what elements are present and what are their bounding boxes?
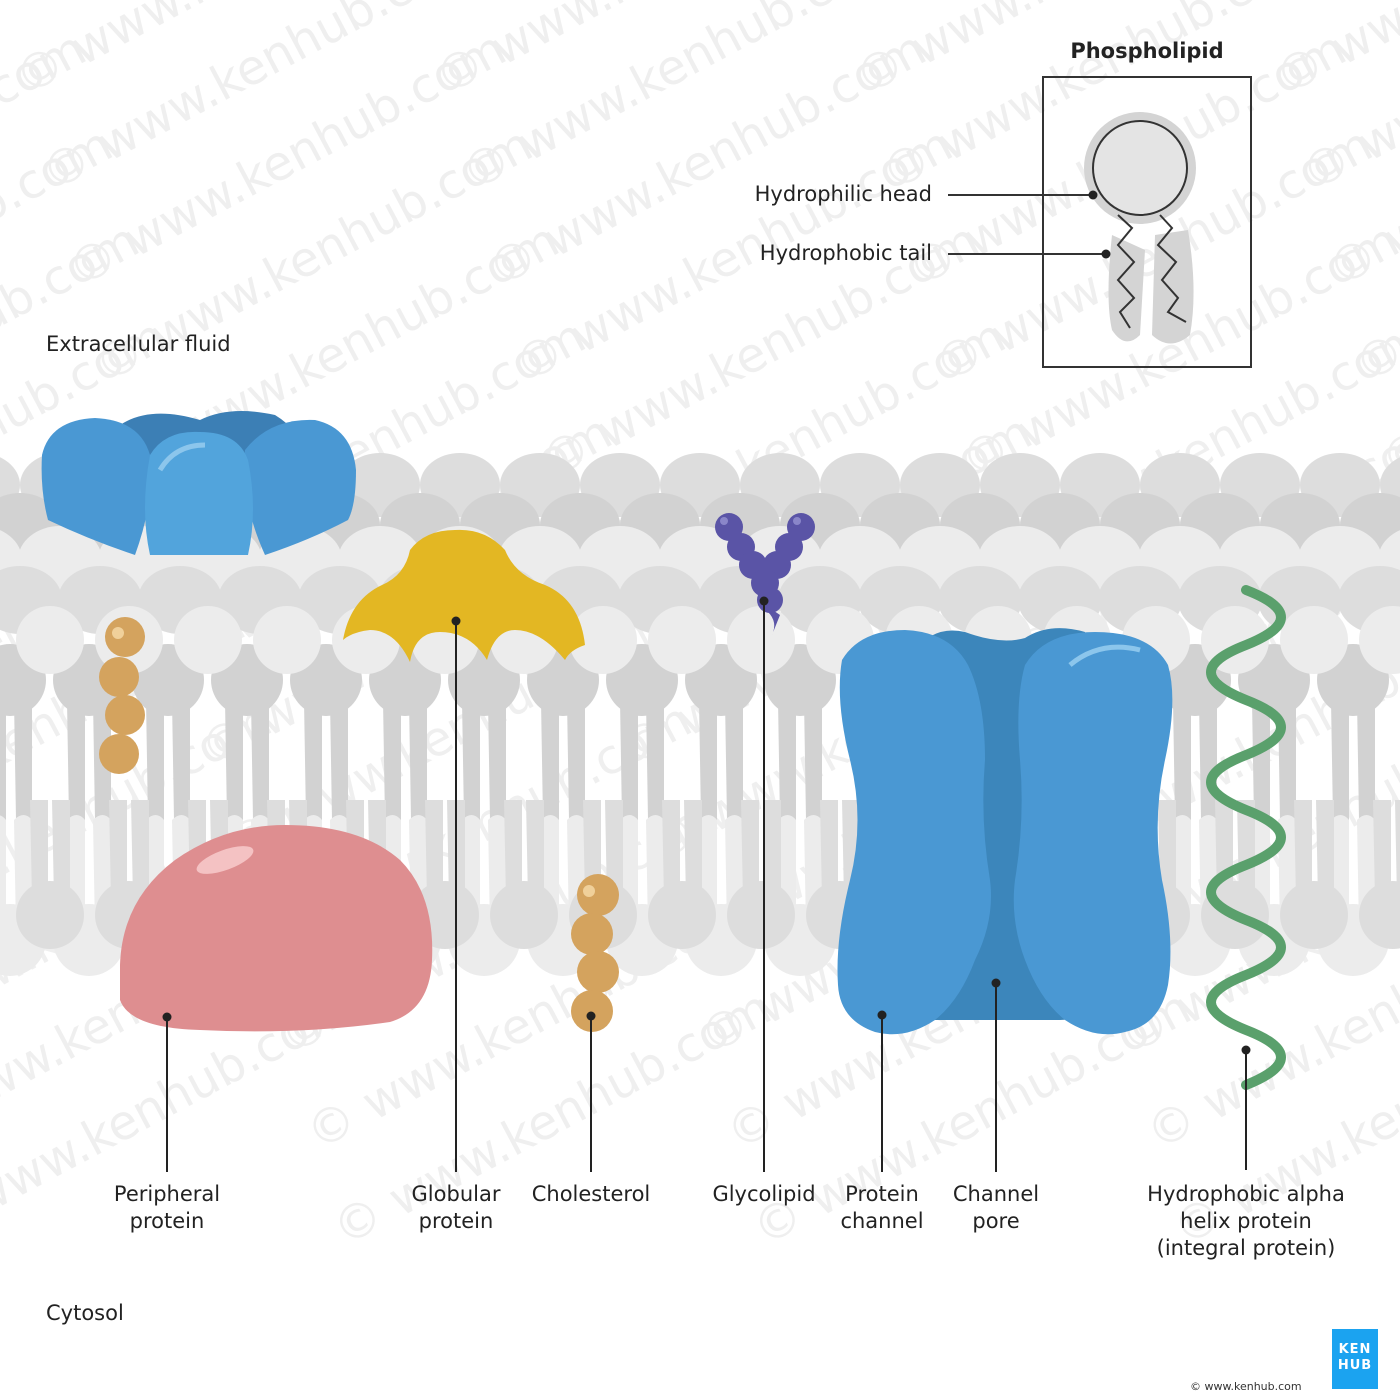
protein-channel-shape — [837, 628, 1173, 1035]
glycolipid-label: Glycolipid — [712, 1182, 816, 1206]
cholesterol-label: Cholesterol — [531, 1182, 651, 1206]
leader-lines — [162, 596, 1251, 1172]
phospholipid-title: Phospholipid — [1070, 39, 1224, 63]
extracellular-fluid-label: Extracellular fluid — [46, 332, 231, 356]
phospholipid-inset — [948, 76, 1252, 368]
cholesterol-molecule — [571, 874, 619, 1032]
copyright-text: © www.kenhub.com — [1190, 1380, 1302, 1393]
surface-protein — [41, 411, 356, 555]
hydrophobic-tail-label: Hydrophobic tail — [759, 241, 932, 265]
hydrophilic-head-label: Hydrophilic head — [754, 182, 932, 206]
cholesterol-upper — [99, 617, 145, 774]
globular-protein-shape — [343, 529, 585, 662]
alpha-helix-protein — [1206, 585, 1286, 1090]
cytosol-label: Cytosol — [46, 1301, 124, 1325]
peripheral-protein-shape — [120, 825, 433, 1032]
glycolipid-molecule — [715, 513, 815, 635]
